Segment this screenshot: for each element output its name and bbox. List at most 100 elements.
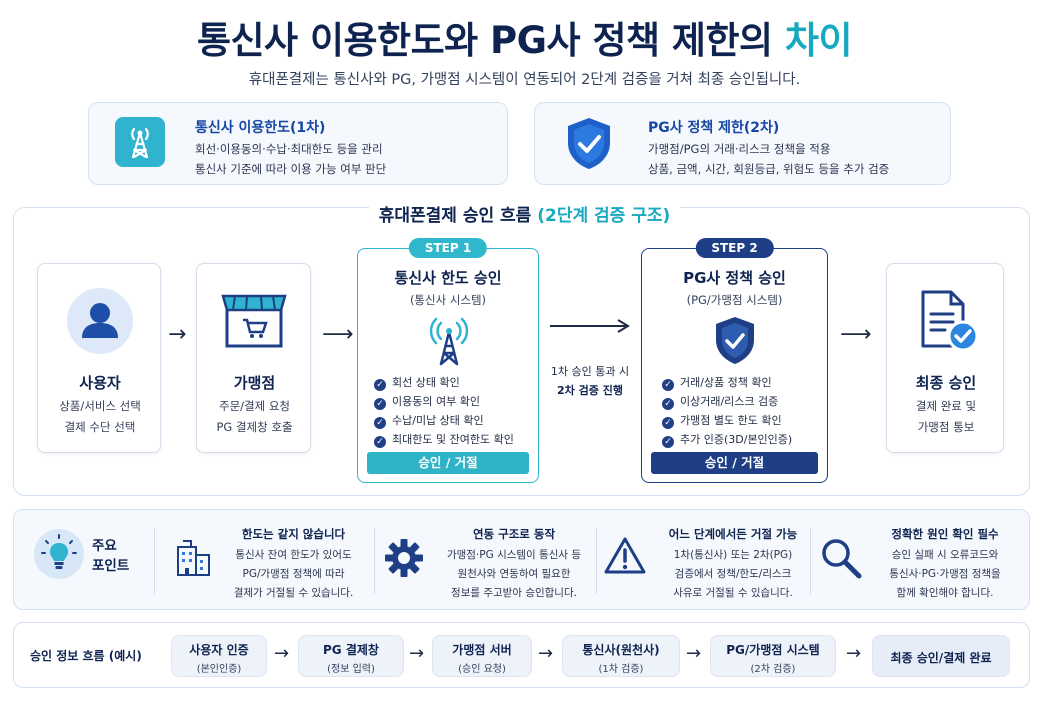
key-point-title: 정확한 원인 확인 필수 [891, 527, 999, 541]
check-icon: ✓ [374, 417, 386, 429]
key-point-title: 연동 구조로 동작 [472, 527, 556, 541]
step1-check-item: ✓수납/미납 상태 확인 [374, 411, 514, 430]
page-subtitle: 휴대폰결제는 통신사와 PG, 가맹점 시스템이 연동되어 2단계 검증을 거쳐… [248, 72, 801, 88]
key-point-title: 한도는 같지 않습니다 [241, 527, 346, 541]
step1-result-bar: 승인 / 거절 [367, 452, 529, 474]
store-icon [219, 286, 289, 354]
pg-card-title: PG사 정책 제한(2차) [648, 120, 780, 136]
final-approval-node: 최종 승인 결제 완료 및 가맹점 통보 [886, 263, 1004, 453]
step1-check-item: ✓회선 상태 확인 [374, 373, 514, 392]
final-line1: 결제 완료 및 [915, 399, 977, 413]
middle-note-line1: 1차 승인 통과 시 [550, 365, 630, 378]
check-icon: ✓ [374, 379, 386, 391]
step2-badge: STEP 2 [695, 238, 774, 258]
lightbulb-icon [34, 529, 84, 579]
divider [154, 528, 155, 594]
check-icon: ✓ [662, 417, 674, 429]
info-flow-step-sub: (1차 검증) [598, 664, 644, 675]
info-flow-step: 통신사(원천사) (1차 검증) [562, 635, 680, 677]
arrow-icon: → [538, 643, 554, 664]
warning-icon [603, 536, 647, 580]
user-icon [67, 288, 133, 354]
antenna-icon [426, 315, 472, 371]
user-line2: 결제 수단 선택 [64, 420, 136, 434]
final-line2: 가맹점 통보 [917, 420, 975, 434]
info-flow-step: PG 결제창 (정보 입력) [298, 635, 404, 677]
step1-title: 통신사 한도 승인 [394, 269, 502, 287]
middle-note-line2: 2차 검증 진행 [557, 384, 623, 397]
divider [810, 528, 811, 594]
gear-icon [383, 537, 425, 583]
building-icon [173, 537, 213, 581]
middle-note: 1차 승인 통과 시 2차 검증 진행 [540, 362, 640, 400]
arrow-icon: → [274, 643, 290, 664]
step1-card: STEP 1 통신사 한도 승인 (통신사 시스템) ✓회선 상태 확인 ✓이용… [357, 238, 539, 483]
carrier-card-title: 통신사 이용한도(1차) [195, 120, 326, 136]
merchant-node: 가맹점 주문/결제 요청 PG 결제창 호출 [196, 263, 311, 453]
document-check-icon [917, 288, 981, 358]
final-title: 최종 승인 [915, 374, 977, 392]
key-points-label: 주요 포인트 [92, 536, 129, 576]
step2-result-bar: 승인 / 거절 [651, 452, 818, 474]
pg-card-line1: 가맹점/PG의 거래·리스크 정책을 적용 [648, 142, 831, 156]
shield-check-icon [563, 115, 615, 175]
arrow-icon: ⟶ [840, 322, 872, 347]
pg-policy-card: PG사 정책 제한(2차) 가맹점/PG의 거래·리스크 정책을 적용 상품, … [534, 102, 951, 185]
info-flow-step-title: PG/가맹점 시스템 [726, 643, 820, 657]
arrow-icon: → [686, 643, 702, 664]
info-flow-step-title: 통신사(원천사) [582, 643, 660, 657]
step1-check-item: ✓최대한도 및 잔여한도 확인 [374, 430, 514, 449]
info-flow-step-title: PG 결제창 [323, 643, 379, 657]
user-node: 사용자 상품/서비스 선택 결제 수단 선택 [37, 263, 161, 453]
check-icon: ✓ [374, 398, 386, 410]
info-flow-label: 승인 정보 흐름 (예시) [30, 649, 142, 663]
merchant-line2: PG 결제창 호출 [216, 420, 293, 434]
page-title: 통신사 이용한도와 PG사 정책 제한의 차이 [196, 19, 853, 62]
info-flow-step: 가맹점 서버 (승인 요청) [432, 635, 532, 677]
arrow-icon: → [168, 322, 187, 347]
shield-check-icon [712, 315, 758, 371]
key-points-label-line1: 주요 [92, 538, 117, 554]
info-flow-step: PG/가맹점 시스템 (2차 검증) [710, 635, 836, 677]
info-flow-step-sub: (본인인증) [196, 664, 242, 675]
divider [374, 528, 375, 594]
step1-subtitle: (통신사 시스템) [409, 293, 487, 307]
info-flow-step-title: 가맹점 서버 [452, 643, 512, 657]
user-line1: 상품/서비스 선택 [59, 399, 141, 413]
key-points-label-line2: 포인트 [92, 558, 130, 574]
merchant-line1: 주문/결제 요청 [218, 399, 290, 413]
merchant-title: 가맹점 [233, 374, 276, 392]
carrier-card-line2: 통신사 기준에 따라 이용 가능 여부 판단 [195, 162, 387, 176]
step1-badge: STEP 1 [408, 238, 488, 258]
step2-check-item: ✓추가 인증(3D/본인인증) [662, 430, 792, 449]
check-icon: ✓ [374, 436, 386, 448]
step1-check-item: ✓이용동의 여부 확인 [374, 392, 514, 411]
step2-checklist: ✓거래/상품 정책 확인 ✓이상거래/리스크 검증 ✓가맹점 별도 한도 확인 … [662, 373, 792, 449]
info-flow-final: 최종 승인/결제 완료 [872, 635, 1010, 677]
divider [596, 528, 597, 594]
arrow-icon: → [846, 643, 862, 664]
carrier-card-line1: 회선·이용동의·수납·최대한도 등을 관리 [195, 142, 383, 156]
step2-subtitle: (PG/가맹점 시스템) [686, 293, 783, 307]
check-icon: ✓ [662, 436, 674, 448]
step2-title: PG사 정책 승인 [683, 269, 786, 287]
key-point-title: 어느 단계에서든 거절 가능 [668, 527, 798, 541]
pg-card-line2: 상품, 금액, 시간, 회원등급, 위험도 등을 추가 검증 [648, 162, 890, 176]
tower-icon [115, 117, 165, 167]
long-arrow-icon [548, 318, 632, 333]
arrow-icon: → [409, 643, 425, 664]
arrow-icon: ⟶ [322, 322, 354, 347]
info-flow-final-title: 최종 승인/결제 완료 [890, 651, 992, 665]
step2-card: STEP 2 PG사 정책 승인 (PG/가맹점 시스템) ✓거래/상품 정책 … [641, 238, 828, 483]
check-icon: ✓ [662, 398, 674, 410]
magnifier-icon [819, 536, 863, 584]
key-point-item: 어느 단계에서든 거절 가능 1차(통신사) 또는 2차(PG)검증에서 정책/… [601, 510, 811, 609]
step2-check-item: ✓가맹점 별도 한도 확인 [662, 411, 792, 430]
